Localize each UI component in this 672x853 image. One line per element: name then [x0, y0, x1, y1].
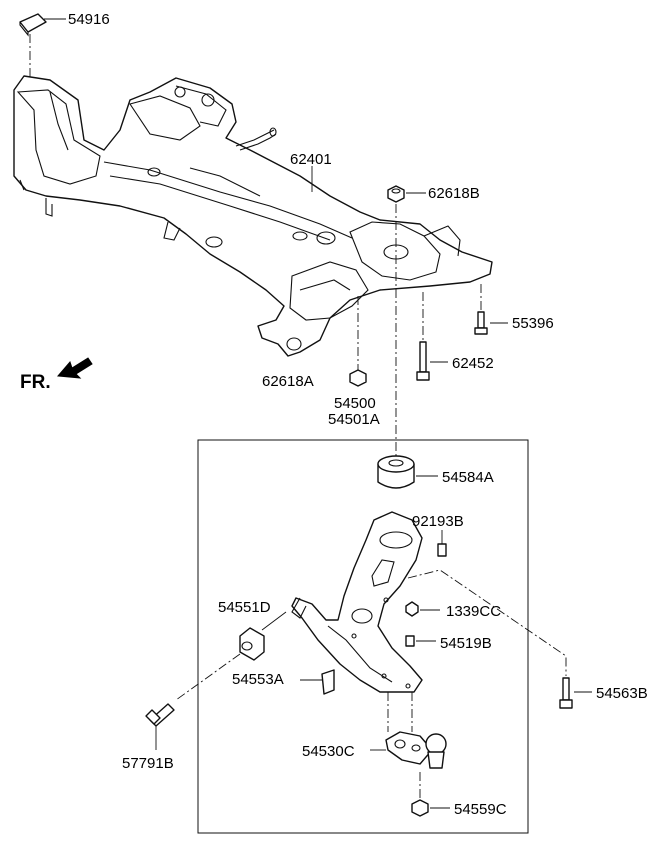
part-62401-crossmember: [13, 75, 493, 357]
part-54584A-bushing: [377, 455, 415, 489]
part-54551D-bushing: [239, 627, 265, 661]
label-54551D: 54551D: [218, 599, 271, 616]
part-54519B-bolt: [405, 635, 415, 647]
label-54916: 54916: [68, 11, 110, 28]
label-54501A: 54501A: [328, 411, 380, 428]
part-62452-bolt: [416, 341, 430, 381]
label-62618A: 62618A: [262, 373, 314, 390]
arrow-icon: [56, 357, 93, 379]
label-fr: FR.: [20, 372, 51, 393]
label-54584A: 54584A: [442, 469, 494, 486]
part-54916-pad: [19, 13, 47, 37]
part-1339CC-nut: [405, 601, 419, 617]
part-54500-lower-arm: [291, 511, 423, 693]
label-54530C: 54530C: [302, 743, 355, 760]
label-62401: 62401: [290, 151, 332, 168]
leader-54563B-dash: [407, 569, 567, 676]
label-54553A: 54553A: [232, 671, 284, 688]
label-54500: 54500: [334, 395, 376, 412]
assembly-frame: [197, 439, 529, 834]
label-54519B: 54519B: [440, 635, 492, 652]
label-62452: 62452: [452, 355, 494, 372]
part-54530C-ball-joint: [385, 731, 447, 769]
part-62618A-nut: [349, 369, 367, 387]
part-55396-bolt: [474, 311, 488, 335]
leader-54551D: [261, 611, 287, 631]
label-1339CC: 1339CC: [446, 603, 501, 620]
label-62618B: 62618B: [428, 185, 480, 202]
label-54559C: 54559C: [454, 801, 507, 818]
part-54563B-bolt: [559, 677, 573, 709]
part-57791B-bolt: [145, 703, 175, 727]
part-54559C-nut: [411, 799, 429, 817]
part-92193B-bolt: [437, 543, 447, 557]
label-92193B: 92193B: [412, 513, 464, 530]
part-62618B-nut: [387, 185, 405, 203]
leader-57791B-dash: [175, 653, 241, 701]
label-57791B: 57791B: [122, 755, 174, 772]
label-55396: 55396: [512, 315, 554, 332]
label-54563B: 54563B: [596, 685, 648, 702]
part-54553A-bolt: [321, 669, 335, 695]
